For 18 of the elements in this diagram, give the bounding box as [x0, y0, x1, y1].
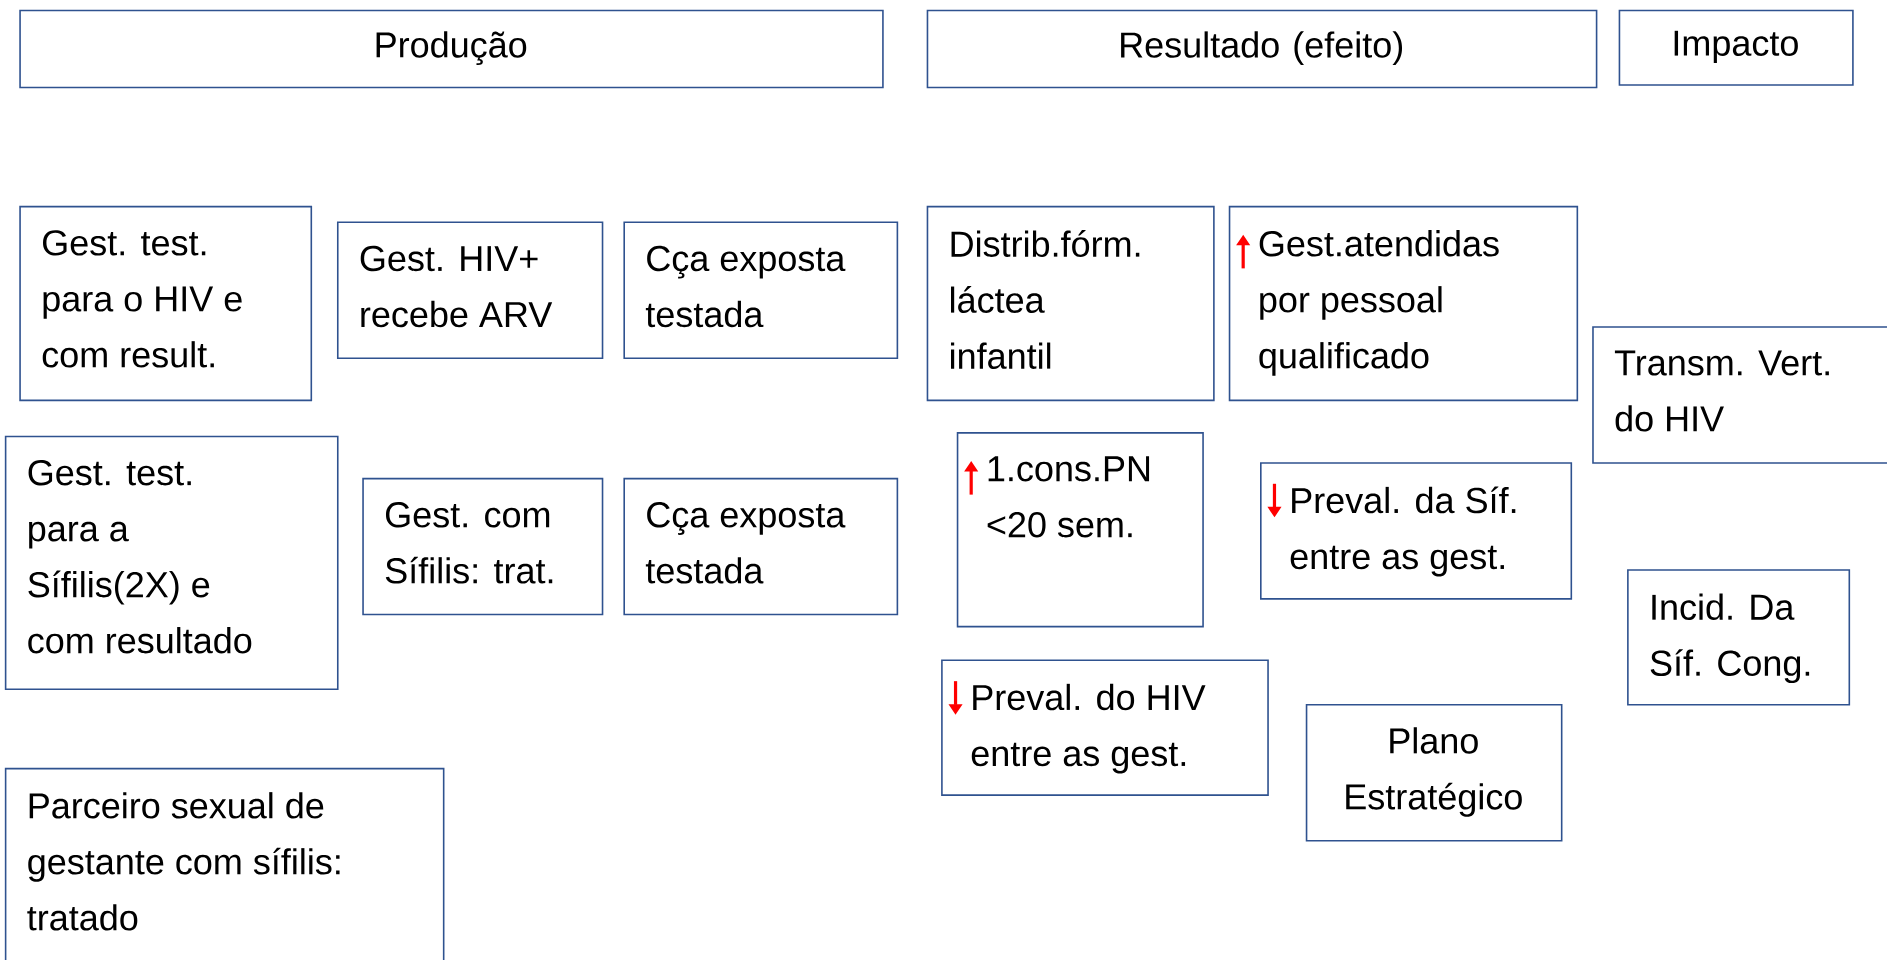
- text-box: Gest. HIV+ recebe ARV: [336, 221, 604, 359]
- text-box: Transm. Vert. do HIV: [1592, 325, 1887, 464]
- text-box: Cça exposta testada: [623, 477, 899, 616]
- text-box: Gest. test. para o HIV e com result.: [19, 205, 313, 401]
- text-box: Plano Estratégico: [1305, 703, 1563, 842]
- text-box: Preval. da Síf. entre as gest.: [1260, 461, 1573, 600]
- text-box: Distrib.fórm. láctea infantil: [926, 205, 1215, 401]
- text-box: Resultado (efeito): [926, 9, 1598, 89]
- text-box: Incid. Da Síf. Cong.: [1627, 569, 1851, 706]
- text-box: Preval. do HIV entre as gest.: [941, 659, 1269, 796]
- text-box: Gest. test. para a Sífilis(2X) e com resultado: [4, 435, 339, 690]
- text-box: Parceiro sexual de gestante com sífilis: tratado: [4, 767, 445, 960]
- text-box: 1.cons.PN <20 sem.: [956, 431, 1204, 628]
- text-box: Impacto: [1618, 9, 1854, 86]
- text-box: Gest.atendidas por pessoal qualificado: [1228, 205, 1579, 401]
- text-box: Cça exposta testada: [623, 221, 899, 359]
- text-box: Gest. com Sífilis: trat.: [362, 477, 604, 616]
- text-box: Produção: [19, 9, 884, 89]
